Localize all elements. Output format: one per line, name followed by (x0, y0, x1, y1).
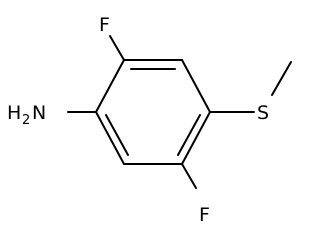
sulfur-label: S (257, 102, 269, 124)
ring-double-bond-right (177, 114, 201, 156)
fluorine-bottom-label: F (199, 204, 210, 226)
fluorine-top-label: F (99, 14, 110, 36)
ring-bond-c5-c6 (95, 111, 125, 165)
amine-hydrogen-label: H (7, 102, 21, 124)
chemical-structure-diagram: F F S H 2 N (7, 14, 292, 226)
bond-to-fluorine-bottom (181, 163, 197, 189)
ring-double-bond-left (105, 114, 129, 156)
bond-to-fluorine-top (109, 35, 125, 61)
ring-bond-c6-c1 (95, 59, 125, 113)
ring-bond-c3-c4 (181, 111, 211, 165)
amine-subscript-label: 2 (22, 113, 30, 128)
benzene-ring (95, 59, 211, 165)
amine-nitrogen-label: N (32, 102, 46, 124)
bond-sulfur-to-methyl (271, 61, 292, 96)
ring-bond-c2-c3 (181, 59, 211, 113)
